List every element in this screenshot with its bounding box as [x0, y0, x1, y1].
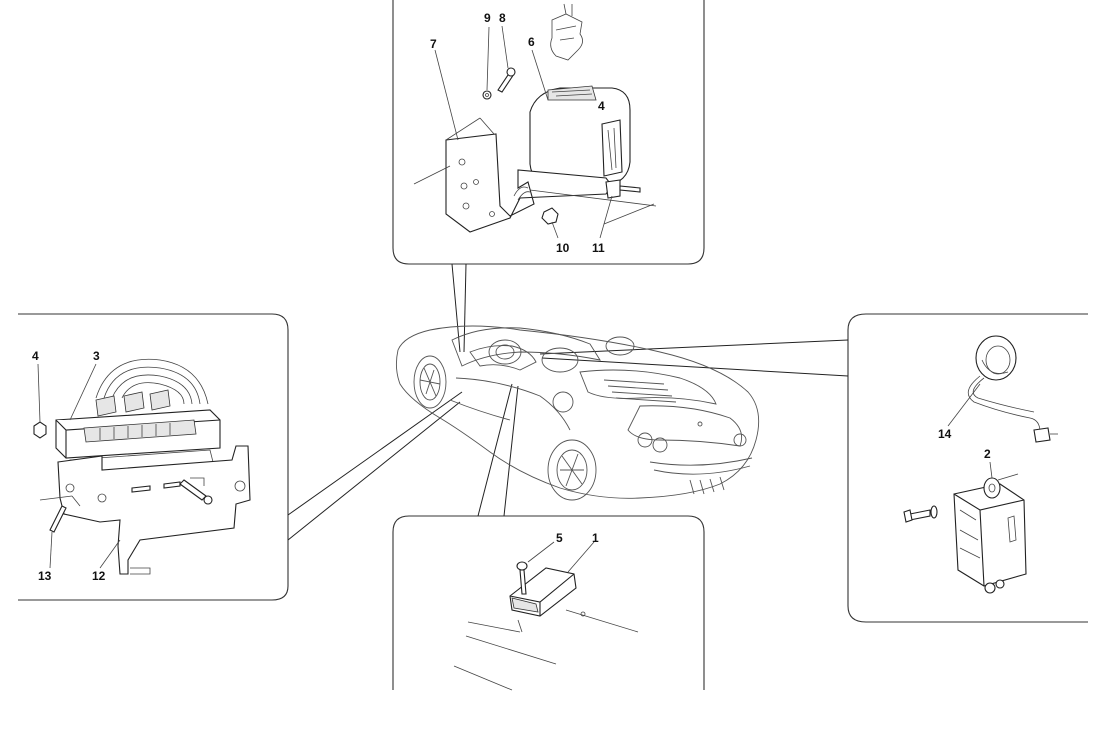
- callout-13: 13: [38, 569, 52, 583]
- part-7-bracket: [445, 133, 613, 233]
- car-illustration: [395, 325, 760, 501]
- panel-frame-top-center: [392, 0, 705, 265]
- callout-4: 4: [32, 349, 39, 363]
- panel-right: 14 2: [903, 335, 1058, 594]
- panel-top-center: 4 7 9 8 6 10 11: [413, 3, 657, 255]
- panel-left: 4 3 13 12: [32, 349, 251, 583]
- callout-11: 11: [592, 241, 605, 255]
- part-10-nut: [541, 207, 559, 225]
- callout-5: 5: [556, 531, 563, 545]
- callout-2: 2: [984, 447, 991, 461]
- part-2-module: [953, 483, 1027, 587]
- part-14-ring: [975, 335, 1017, 381]
- callout-1: 1: [592, 531, 599, 545]
- leader-lines: [287, 263, 849, 541]
- panel-frame-left: [18, 313, 289, 601]
- part-4-nut: [33, 421, 47, 439]
- part-13-screw: [49, 505, 67, 533]
- callout-12: 12: [92, 569, 106, 583]
- callout-9: 9: [484, 11, 491, 25]
- callout-7: 7: [430, 37, 437, 51]
- panel-frame-right: [847, 313, 1088, 623]
- panel-bottom-center: 5 1: [453, 531, 639, 691]
- callout-10: 10: [556, 241, 570, 255]
- callout-6: 6: [528, 35, 535, 49]
- part-2-screw: [909, 509, 931, 521]
- panel-frame-bottom-center: [392, 515, 705, 690]
- callout-3: 3: [93, 349, 100, 363]
- callout-8: 8: [499, 11, 506, 25]
- callout-14: 14: [938, 427, 952, 441]
- part-9-washer: [482, 90, 492, 100]
- connector-plug: [550, 13, 583, 61]
- part-12-bracket: [57, 445, 251, 575]
- unit-mark: 4: [598, 99, 605, 113]
